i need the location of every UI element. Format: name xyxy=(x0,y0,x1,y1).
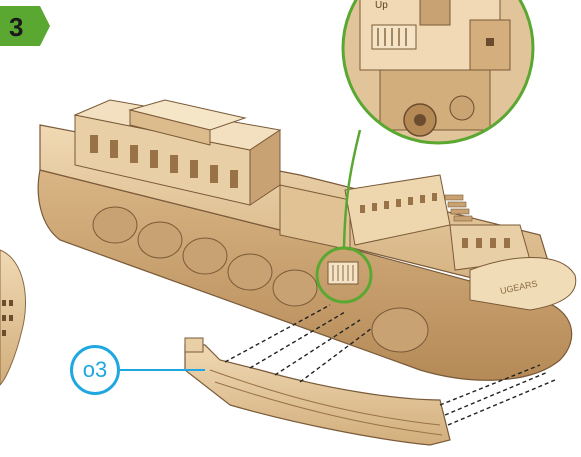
zoom-up-label: Up xyxy=(375,0,388,11)
step-number: 3 xyxy=(9,12,23,43)
zoom-detail-callout: Up xyxy=(340,0,540,150)
adjacent-model-fragment xyxy=(0,250,26,385)
step-badge: 3 xyxy=(0,6,50,46)
part-callout: o3 xyxy=(70,345,120,395)
ship-model: UGEARS xyxy=(38,100,576,380)
part-callout-label: o3 xyxy=(83,357,107,383)
